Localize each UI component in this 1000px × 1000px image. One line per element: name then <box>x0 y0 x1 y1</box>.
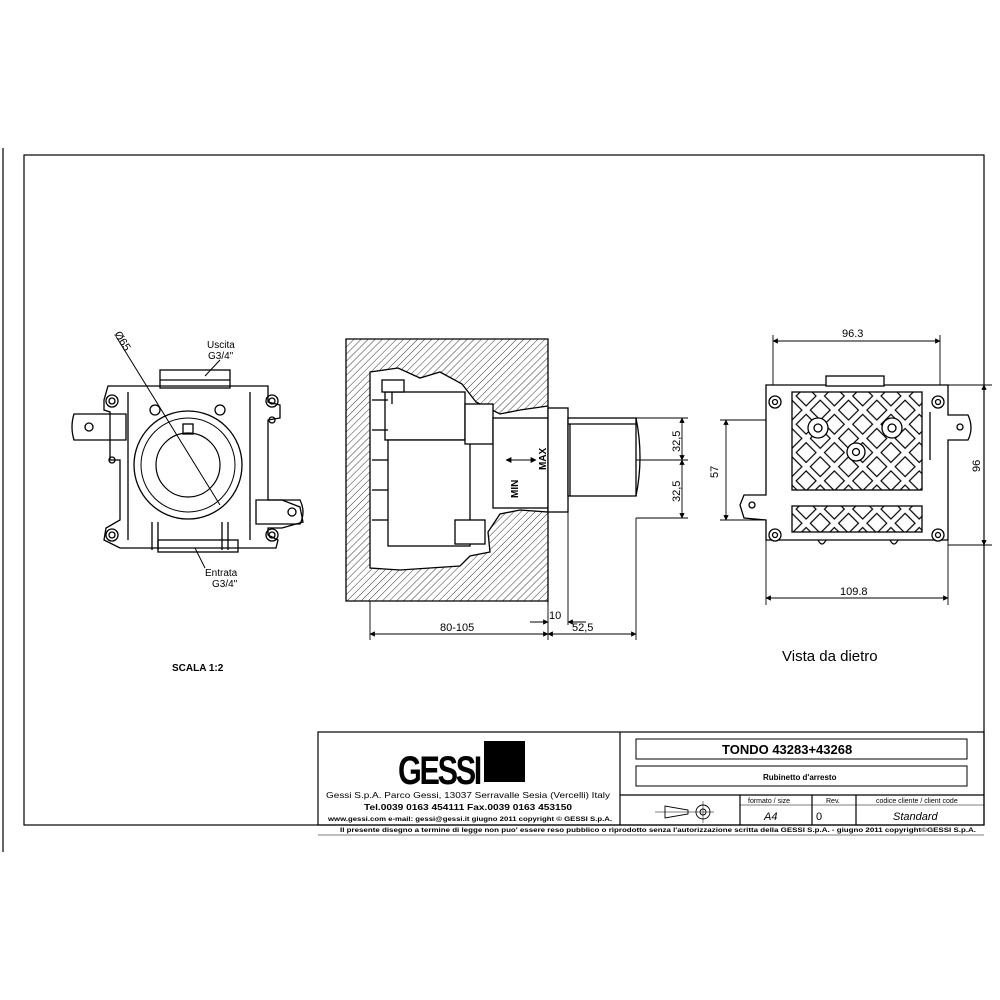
format-header: formato / size <box>748 798 790 805</box>
gessi-logo-block <box>484 741 525 782</box>
dim-projection-52-5: 52,5 <box>572 622 593 634</box>
product-title: TONDO 43283+43268 <box>722 742 852 757</box>
dim-96-3: 96.3 <box>842 328 863 340</box>
format-value: A4 <box>763 811 777 823</box>
diameter-label: Ø65 <box>111 329 132 353</box>
legal-footer-note: Il presente disegno a termine di legge n… <box>340 826 976 834</box>
dim-lower-32-5: 32,5 <box>671 481 683 502</box>
back-view <box>720 335 992 605</box>
inlet-label-line2: G3/4" <box>212 579 238 590</box>
company-address: Gessi S.p.A. Parco Gessi, 13037 Serraval… <box>326 790 611 800</box>
gessi-logo: GESSI <box>398 749 481 793</box>
max-label: MAX <box>538 447 549 470</box>
dim-upper-32-5: 32,5 <box>671 431 683 452</box>
dim-109-8: 109.8 <box>840 586 868 598</box>
rev-value: 0 <box>816 811 822 823</box>
dim-wall-10: 10 <box>549 610 561 622</box>
rev-header: Rev. <box>826 798 840 805</box>
outlet-label-line1: Uscita <box>207 340 235 351</box>
min-label: MIN <box>510 480 521 498</box>
back-view-caption: Vista da dietro <box>782 648 878 665</box>
dim-57: 57 <box>709 466 721 478</box>
client-code-header: codice cliente / client code <box>876 798 958 805</box>
dim-depth-80-105: 80-105 <box>440 622 474 634</box>
company-web: www.gessi.com e-mail: gessi@gessi.it giu… <box>327 815 612 823</box>
client-code-value: Standard <box>893 811 939 823</box>
scale-label: SCALA 1:2 <box>172 663 224 674</box>
company-phone: Tel.0039 0163 454111 Fax.0039 0163 45315… <box>364 802 572 812</box>
inlet-label-line1: Entrata <box>205 568 238 579</box>
section-view <box>345 338 688 640</box>
front-view <box>71 337 304 569</box>
dim-96: 96 <box>971 460 983 472</box>
title-block <box>317 731 985 836</box>
outlet-label-line2: G3/4" <box>208 351 234 362</box>
product-subtitle: Rubinetto d'arresto <box>763 773 837 782</box>
